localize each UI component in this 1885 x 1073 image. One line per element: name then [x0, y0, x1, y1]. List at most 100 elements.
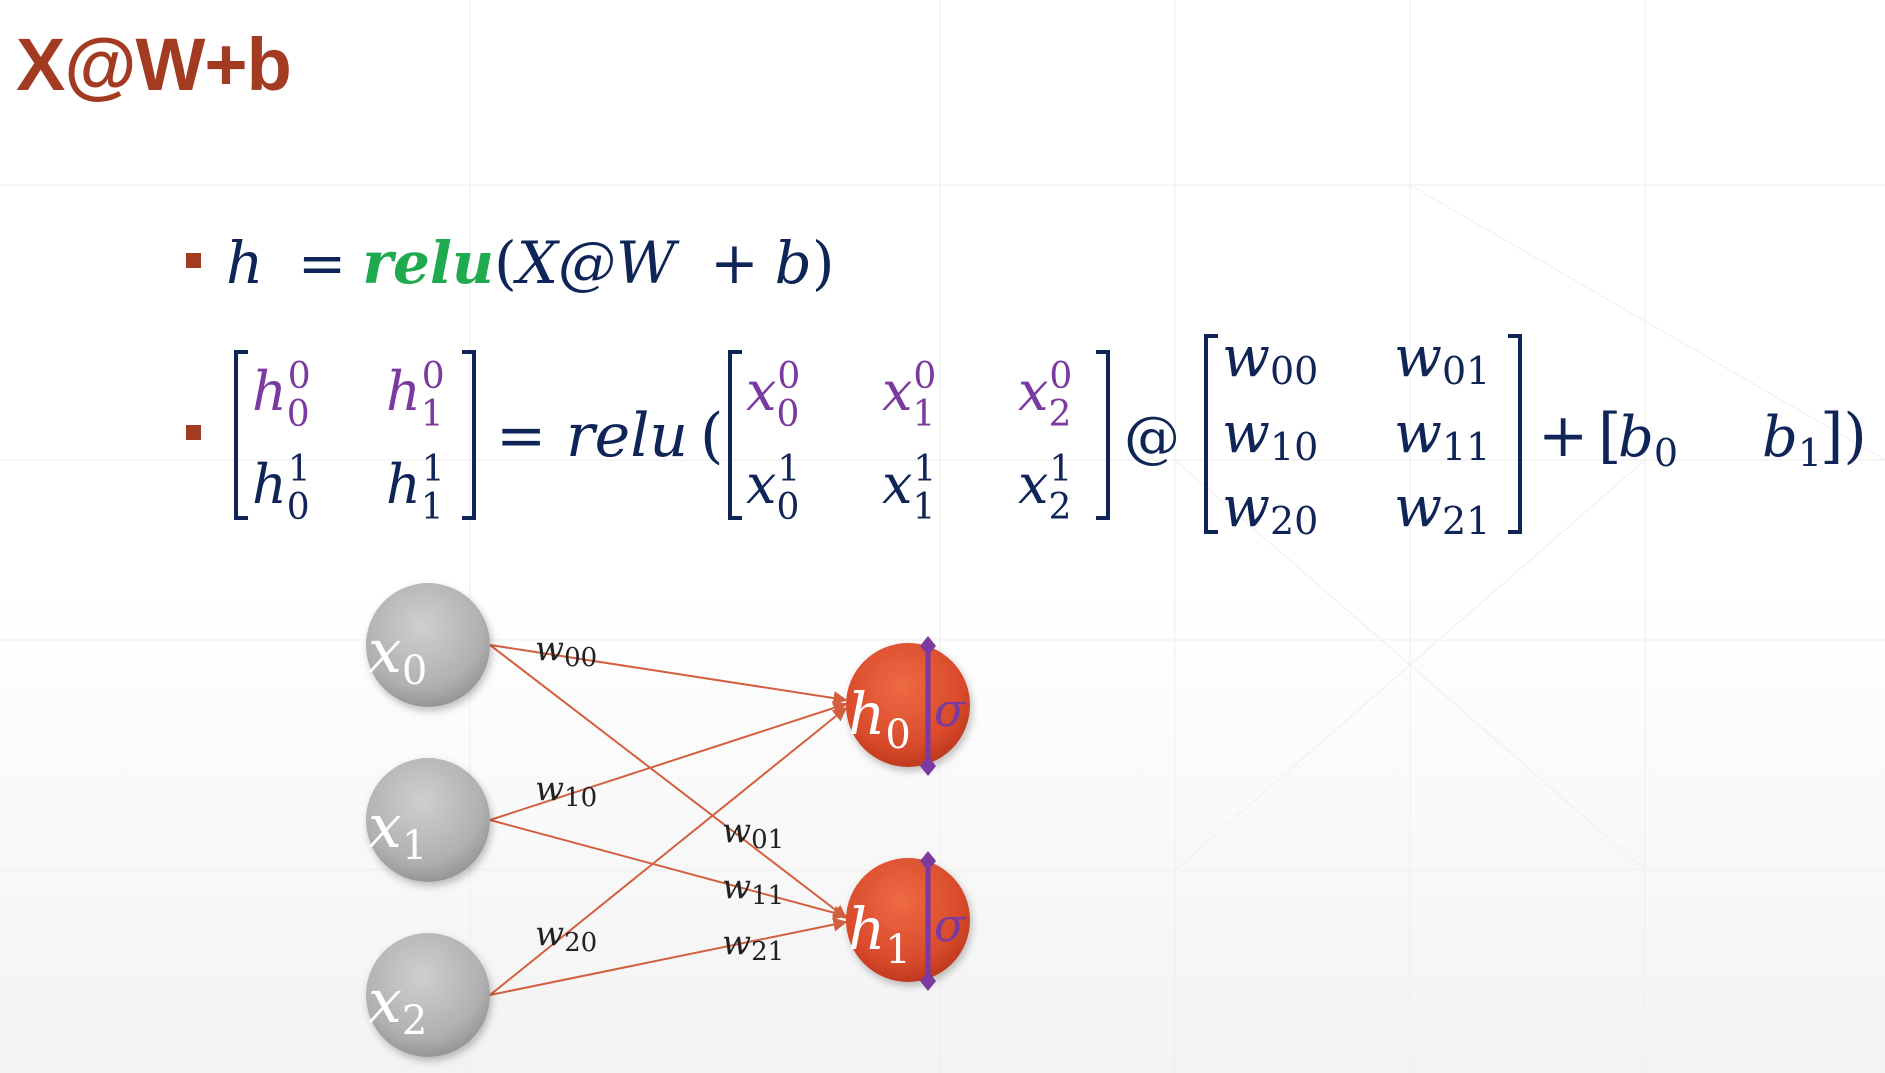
eq1-expr: X@W — [516, 229, 676, 297]
weight-w20-sub: 20 — [564, 928, 597, 958]
edge-x0-h0 — [489, 644, 848, 705]
svg-text:h01: h01 — [252, 449, 311, 528]
h00-base: h — [252, 360, 287, 423]
w11-sub: 11 — [1442, 425, 1490, 469]
w-bracket-left — [1204, 334, 1218, 534]
eq1-equals: = — [297, 229, 347, 297]
eq1-lhs: h — [226, 229, 264, 297]
weight-w01-base: w — [722, 811, 751, 851]
svg-text:b0: b0 — [1618, 405, 1678, 475]
x01-base: x — [882, 360, 912, 423]
divider-h0-top-diamond — [920, 636, 936, 656]
input-x2-base: x — [368, 967, 402, 1037]
edge-x2-h1 — [489, 917, 848, 996]
weight-w00-base: w — [535, 629, 564, 669]
svg-text:h11: h11 — [386, 449, 445, 528]
w21-sub: 21 — [1442, 499, 1490, 543]
weight-w10-base: w — [535, 769, 564, 809]
activation-sigma-h1: σ — [934, 898, 967, 952]
eq1-plus: + — [710, 229, 759, 297]
input-x1-sub: 1 — [402, 823, 427, 869]
b-bracket-open: [ — [1598, 401, 1621, 471]
x00-sub: 0 — [776, 394, 799, 435]
svg-text:w01: w01 — [1394, 325, 1490, 393]
h11-sub: 1 — [421, 487, 444, 528]
x-bracket-right — [1096, 350, 1110, 520]
x11-sup: 1 — [913, 449, 936, 490]
input-x2-sub: 2 — [402, 998, 427, 1044]
divider-h1-bottom-diamond — [920, 971, 936, 991]
svg-text:h00: h00 — [252, 356, 311, 435]
slide-title: X@W+b — [16, 23, 292, 106]
x01-sub: 1 — [912, 394, 935, 435]
input-x0-sub: 0 — [402, 648, 427, 694]
eq2-at: @ — [1124, 405, 1180, 470]
svg-text:x0: x0 — [368, 617, 427, 694]
x10-sup: 1 — [777, 449, 800, 490]
x11-sub: 1 — [912, 487, 935, 528]
svg-text:w21: w21 — [722, 923, 784, 967]
h10-sup: 1 — [288, 449, 311, 490]
svg-text:h0: h0 — [848, 680, 911, 758]
h01-base: h — [386, 360, 421, 423]
svg-text:x21: x21 — [1018, 449, 1072, 528]
x00-base: x — [746, 360, 776, 423]
svg-text:w00: w00 — [1222, 325, 1318, 393]
h11-sup: 1 — [422, 449, 445, 490]
svg-text:x11: x11 — [882, 449, 936, 528]
svg-text:x20: x20 — [1018, 356, 1072, 435]
x02-sup: 0 — [1049, 356, 1072, 397]
b1-sub: 1 — [1798, 431, 1822, 475]
eq2-open: ( — [700, 401, 723, 471]
weight-w11-sub: 11 — [751, 881, 784, 911]
w21-base: w — [1394, 475, 1442, 540]
edge-x2-h0 — [489, 707, 848, 996]
w20-base: w — [1222, 475, 1270, 540]
svg-text:w01: w01 — [722, 811, 784, 855]
input-node-x0 — [366, 583, 490, 707]
input-node-x1 — [366, 758, 490, 882]
output-h1-sub: 1 — [885, 927, 910, 973]
weight-w01-sub: 01 — [751, 825, 784, 855]
eq2-equals: = — [496, 401, 546, 471]
w01-sub: 01 — [1442, 349, 1490, 393]
h01-sub: 1 — [421, 394, 444, 435]
edge-x1-h0 — [489, 701, 848, 821]
svg-text:b1: b1 — [1762, 405, 1822, 475]
svg-text:x1: x1 — [368, 792, 427, 869]
svg-text:x00: x00 — [746, 356, 800, 435]
h00-sub: 0 — [287, 394, 310, 435]
edge-x1-h1 — [489, 819, 848, 920]
output-h0-base: h — [848, 680, 885, 748]
h-bracket-right — [462, 350, 476, 520]
svg-text:w11: w11 — [722, 867, 784, 911]
h10-sub: 0 — [287, 487, 310, 528]
x10-base: x — [746, 453, 776, 516]
svg-text:w10: w10 — [535, 769, 597, 813]
equation-1: h =relu(X@W +b) — [226, 234, 834, 292]
x12-sup: 1 — [1049, 449, 1072, 490]
h00-sup: 0 — [288, 356, 311, 397]
svg-text:x01: x01 — [746, 449, 800, 528]
weight-w00-sub: 00 — [564, 643, 597, 673]
activation-sigma-h0: σ — [934, 683, 967, 737]
w01-base: w — [1394, 325, 1442, 390]
output-h1-base: h — [848, 895, 885, 963]
weight-w21-base: w — [722, 923, 751, 963]
svg-text:w10: w10 — [1222, 401, 1318, 469]
svg-text:w11: w11 — [1394, 401, 1490, 469]
weight-w10-sub: 10 — [564, 783, 597, 813]
divider-h1-top-diamond — [920, 851, 936, 871]
w20-sub: 20 — [1270, 499, 1318, 543]
output-h0-sub: 0 — [885, 712, 910, 758]
w00-base: w — [1222, 325, 1270, 390]
b0-base: b — [1618, 405, 1654, 470]
w-bracket-right — [1508, 334, 1522, 534]
svg-text:w21: w21 — [1394, 475, 1490, 543]
b1-base: b — [1762, 405, 1798, 470]
weight-w20-base: w — [535, 914, 564, 954]
w10-base: w — [1222, 401, 1270, 466]
